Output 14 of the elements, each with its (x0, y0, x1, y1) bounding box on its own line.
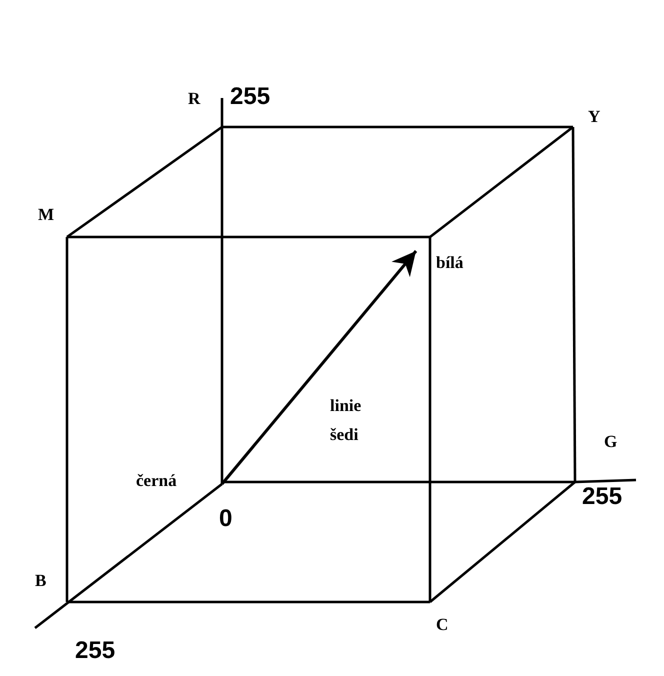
axis-label: G (604, 433, 618, 452)
vertex-label: Y (588, 108, 600, 127)
axis-label: R (188, 90, 200, 109)
point-label: bílá (436, 254, 464, 273)
vertex-label: C (436, 616, 448, 635)
tick-value: 255 (75, 638, 116, 664)
edge-label: linie šedi (330, 395, 362, 446)
vertex-label: M (38, 206, 54, 225)
tick-value: 255 (230, 84, 270, 110)
point-label: černá (136, 472, 177, 491)
arrow (220, 250, 418, 485)
tick-value: 0 (219, 506, 232, 532)
tick-value: 255 (582, 484, 622, 510)
vertex-label: B (35, 572, 46, 591)
